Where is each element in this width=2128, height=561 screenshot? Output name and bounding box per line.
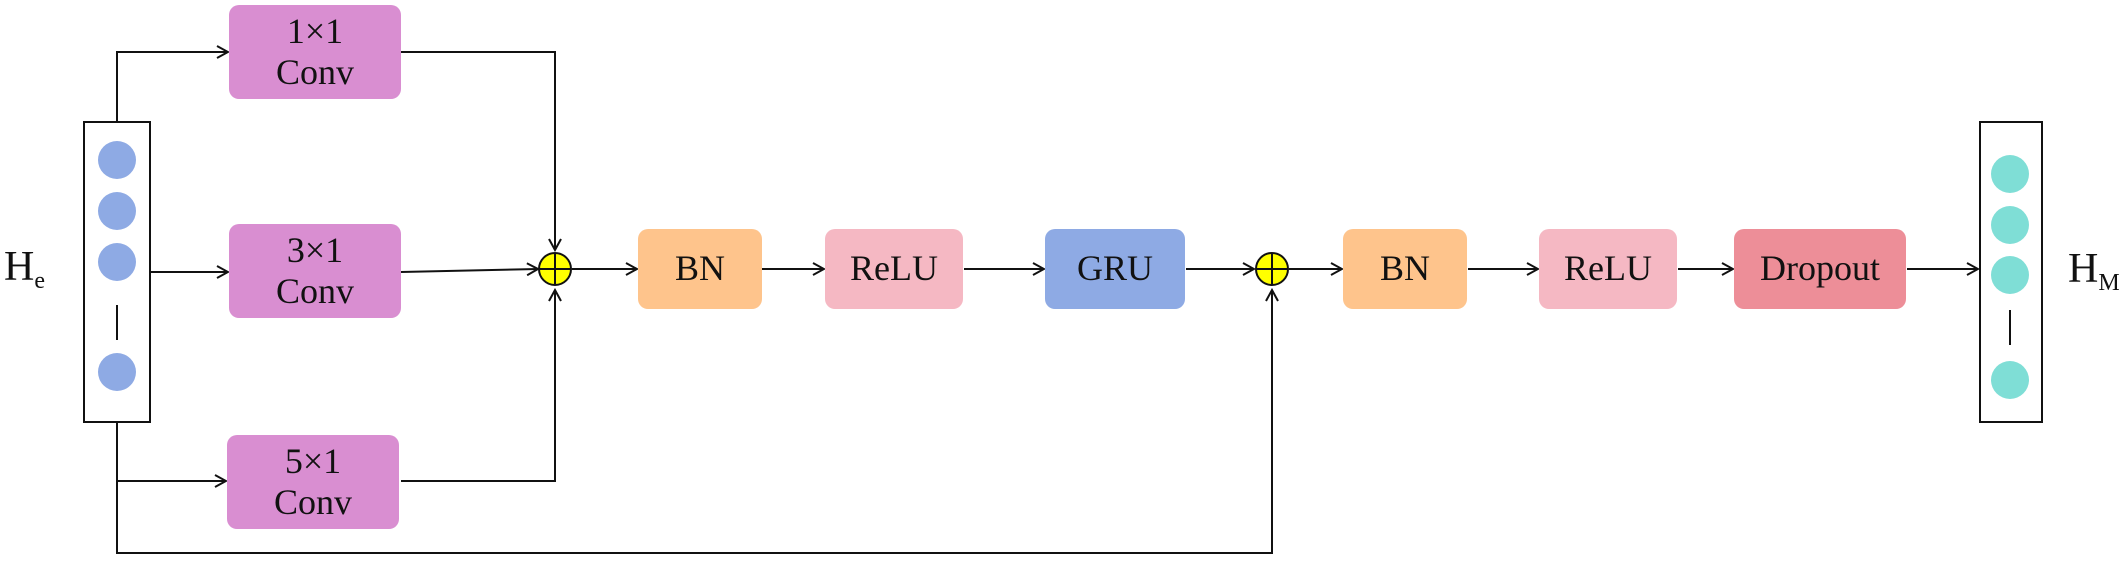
input-label: He	[4, 243, 45, 295]
output-label-subscript: M	[2098, 270, 2120, 296]
arrow-to-conv-1x1	[116, 52, 228, 122]
bn-block-2: BN	[1343, 229, 1467, 309]
conv-1x1-op: Conv	[275, 52, 354, 92]
input-node	[98, 141, 136, 179]
conv-5x1-op: Conv	[273, 482, 352, 522]
input-label-subscript: e	[34, 268, 45, 294]
input-node	[98, 192, 136, 230]
arrow-conv-5x1-to-add	[401, 290, 555, 482]
conv-1x1-block: 1×1 Conv	[229, 5, 401, 99]
relu-block-2: ReLU	[1539, 229, 1677, 309]
relu-block-1-label: ReLU	[850, 248, 938, 289]
add-node-2	[1255, 252, 1289, 286]
conv-1x1-kernel: 1×1	[286, 10, 344, 51]
arrow-to-conv-5x1	[116, 422, 226, 481]
gru-block-label: GRU	[1076, 248, 1153, 289]
dropout-block: Dropout	[1734, 229, 1906, 309]
conv-3x1-kernel: 3×1	[286, 229, 344, 270]
conv-3x1-op: Conv	[275, 271, 354, 311]
add-node-1	[538, 252, 572, 286]
conv-5x1-kernel: 5×1	[284, 440, 342, 481]
input-label-main: H	[4, 244, 35, 290]
relu-block-2-label: ReLU	[1564, 248, 1652, 289]
dropout-block-label: Dropout	[1760, 248, 1880, 289]
gru-block: GRU	[1045, 229, 1185, 309]
conv-5x1-block: 5×1 Conv	[227, 435, 399, 529]
conv-3x1-block: 3×1 Conv	[229, 224, 401, 318]
output-node	[1991, 206, 2029, 244]
relu-block-1: ReLU	[825, 229, 963, 309]
bn-block-1: BN	[638, 229, 762, 309]
bn-block-2-label: BN	[1379, 248, 1430, 289]
arrow-conv-1x1-to-add	[401, 51, 555, 250]
output-node	[1991, 256, 2029, 294]
residual-skip-arrow	[116, 290, 1272, 554]
output-node	[1991, 155, 2029, 193]
input-node	[98, 353, 136, 391]
output-label-main: H	[2068, 246, 2099, 292]
output-node	[1991, 361, 2029, 399]
bn-block-1-label: BN	[674, 248, 725, 289]
output-label: HM	[2068, 245, 2120, 297]
arrow-conv-3x1-to-add	[400, 269, 538, 272]
input-node	[98, 243, 136, 281]
